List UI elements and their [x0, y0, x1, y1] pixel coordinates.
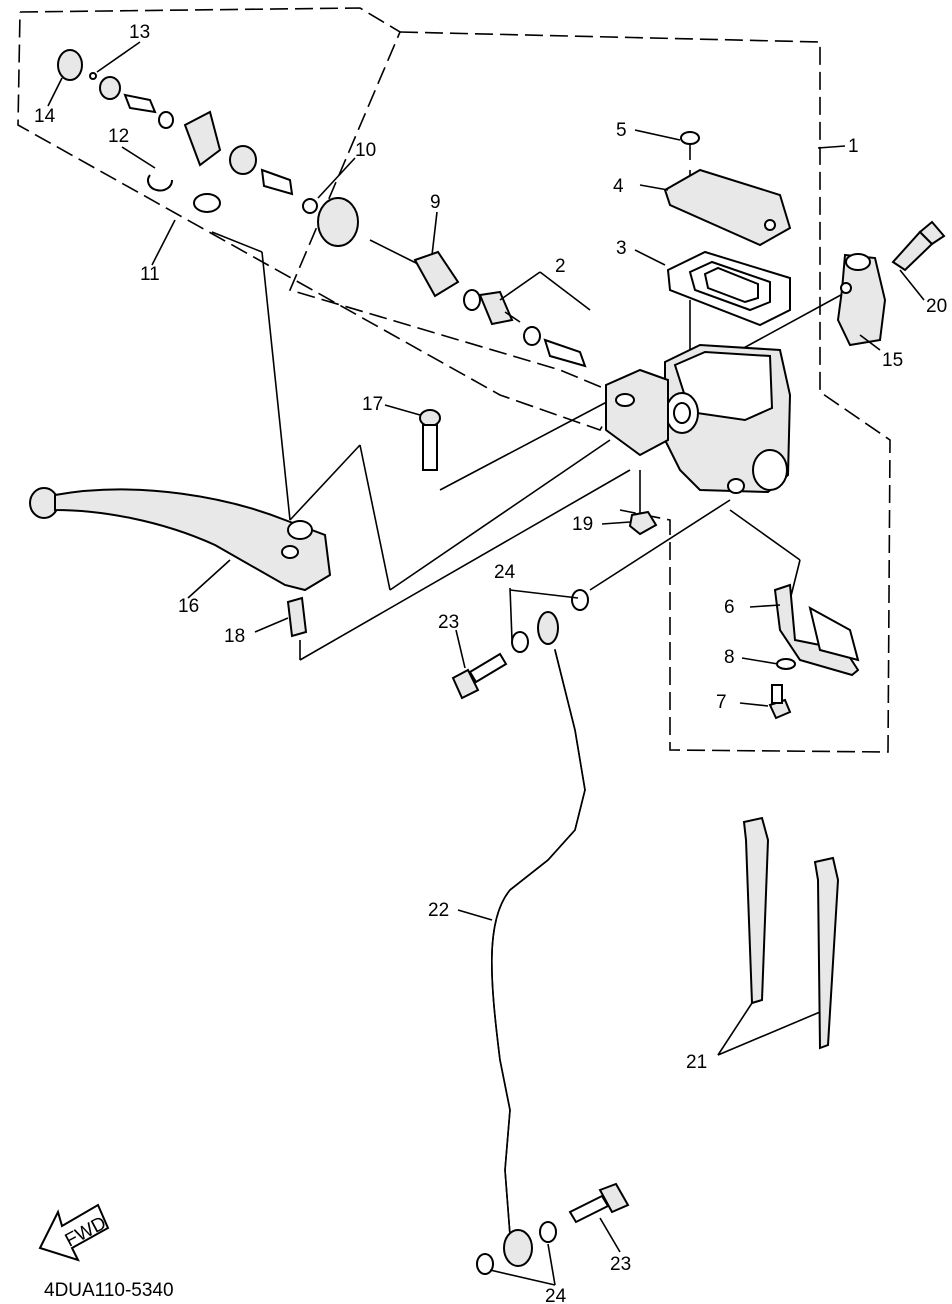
callout-18: 18 — [224, 626, 245, 647]
callout-11: 11 — [140, 264, 160, 285]
callout-12: 12 — [108, 126, 129, 147]
clamp-bolt — [891, 220, 946, 272]
callout-numbers: 1 2 3 4 5 6 7 8 9 10 11 12 13 14 15 16 1… — [34, 22, 947, 1304]
callout-1: 1 — [848, 136, 859, 157]
callout-15: 15 — [882, 350, 903, 371]
callout-19: 19 — [572, 514, 593, 535]
callout-13: 13 — [129, 22, 150, 43]
union-bolt-lower — [568, 1182, 630, 1224]
callout-16: 16 — [178, 596, 199, 617]
callout-10: 10 — [355, 140, 376, 161]
callout-17: 17 — [362, 394, 383, 415]
callout-5: 5 — [616, 120, 627, 141]
callout-22: 22 — [428, 900, 449, 921]
callout-23-lower: 23 — [610, 1254, 631, 1275]
brake-lever — [29, 487, 332, 592]
diagram-code: 4DUA110-5340 — [44, 1280, 174, 1301]
cap-screw — [680, 131, 700, 160]
reservoir-cap — [663, 168, 792, 247]
callout-9: 9 — [430, 192, 441, 213]
washers — [476, 589, 589, 1275]
kit-11-parts — [57, 49, 294, 213]
callout-24-lower: 24 — [545, 1286, 567, 1304]
master-cylinder-body — [605, 343, 792, 494]
cable-ties — [742, 816, 840, 1050]
callout-21: 21 — [686, 1052, 707, 1073]
callout-8: 8 — [724, 647, 735, 668]
group-outline-kit-11 — [17, 7, 622, 431]
callout-leaders — [47, 41, 925, 1286]
brake-hose — [491, 611, 586, 1267]
clamp-holder — [836, 253, 887, 347]
connection-lines — [211, 170, 851, 661]
union-bolt-upper — [451, 652, 508, 700]
callout-20: 20 — [926, 296, 947, 317]
pivot-nut — [628, 510, 658, 536]
callout-7: 7 — [716, 692, 727, 713]
switch-pin — [776, 658, 796, 670]
callout-3: 3 — [616, 238, 627, 259]
brake-switch — [773, 583, 860, 677]
callout-23-upper: 23 — [438, 612, 459, 633]
lever-collar — [286, 596, 308, 638]
callout-4: 4 — [613, 176, 624, 197]
callout-2: 2 — [555, 256, 566, 277]
switch-screw — [768, 684, 792, 720]
callout-24-upper: 24 — [494, 562, 516, 583]
diaphragm — [666, 250, 791, 327]
callout-14: 14 — [34, 106, 56, 127]
piston-assembly — [302, 197, 587, 368]
pivot-bolt — [419, 409, 441, 471]
group-outline-master-cylinder — [399, 31, 891, 753]
callout-6: 6 — [724, 597, 735, 618]
fwd-arrow-icon: FWD — [38, 1203, 110, 1262]
